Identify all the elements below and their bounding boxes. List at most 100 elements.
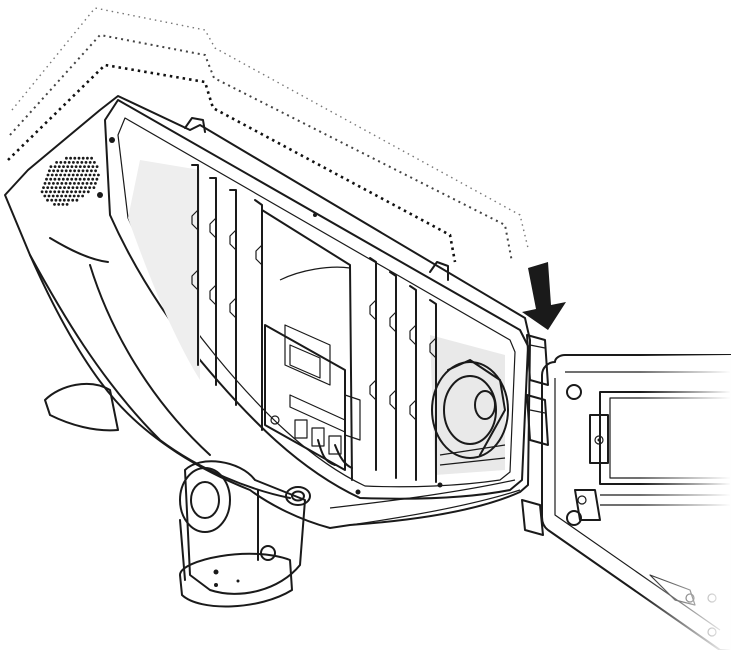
grille-hole — [67, 186, 71, 190]
grille-hole — [93, 161, 96, 164]
grille-hole — [74, 177, 78, 181]
grille-hole — [78, 190, 82, 194]
base-screw-icon — [260, 545, 276, 561]
grille-hole — [49, 177, 53, 181]
grille-hole — [46, 186, 50, 190]
grille-hole — [86, 156, 89, 160]
grille-hole — [43, 194, 47, 198]
screw-icon — [355, 489, 361, 495]
grille-hole — [53, 177, 57, 181]
grille-hole — [69, 169, 72, 173]
grille-hole — [64, 169, 68, 173]
grille-hole — [71, 198, 75, 202]
grille-hole — [84, 186, 87, 190]
grille-hole — [81, 156, 85, 160]
grille-hole — [50, 198, 54, 202]
grille-hole — [57, 203, 61, 206]
grille-hole — [88, 173, 92, 177]
frame-screws — [97, 137, 443, 495]
grille-hole — [65, 156, 68, 160]
grille-hole — [94, 182, 97, 185]
grille-hole — [71, 173, 75, 177]
grille-hole — [92, 186, 96, 190]
grille-hole — [68, 194, 72, 198]
grille-hole — [66, 177, 69, 181]
grille-hole — [58, 186, 62, 190]
grille-hole — [61, 190, 65, 194]
grille-hole — [84, 161, 88, 164]
grille-hole — [75, 198, 79, 202]
grille-hole — [78, 165, 82, 169]
grille-hole — [67, 173, 71, 177]
grille-hole — [70, 177, 74, 181]
grille-hole — [85, 182, 89, 185]
grille-hole — [95, 165, 99, 169]
grille-hole — [87, 177, 90, 181]
grille-hole — [53, 165, 57, 169]
grille-hole — [72, 161, 75, 164]
grille-hole — [85, 169, 89, 173]
screw-icon — [437, 482, 443, 488]
grille-hole — [56, 194, 59, 198]
screw-icon — [313, 213, 317, 217]
grille-hole — [74, 190, 78, 194]
grille-hole — [77, 169, 81, 173]
grille-hole — [73, 156, 77, 160]
housing-body — [4, 95, 531, 529]
screw-icon — [109, 137, 115, 143]
grille-hole — [75, 186, 79, 190]
grille-hole — [59, 173, 62, 177]
cover-screw-icon — [566, 384, 582, 400]
grille-hole — [86, 190, 90, 194]
grille-hole — [44, 190, 48, 194]
down-arrow-icon — [522, 262, 566, 330]
grille-hole — [50, 173, 54, 177]
grille-hole — [76, 161, 79, 164]
grille-hole — [88, 186, 92, 190]
motion-outline-inner — [7, 63, 457, 263]
grille-hole — [54, 186, 58, 190]
grille-hole — [68, 182, 72, 185]
grille-hole — [80, 173, 83, 177]
grille-hole — [57, 165, 61, 169]
grille-hole — [76, 173, 79, 177]
hinge-icon — [521, 334, 549, 536]
grille-hole — [54, 198, 58, 202]
grille-hole — [78, 177, 82, 181]
grille-hole — [84, 173, 88, 177]
motion-outline-middle — [9, 33, 513, 263]
grille-hole — [66, 165, 70, 169]
grille-hole — [81, 169, 85, 173]
speaker-grille-icon — [40, 156, 100, 206]
housing-cover — [541, 354, 731, 650]
grille-hole — [81, 182, 85, 185]
grille-hole — [64, 182, 68, 185]
grille-hole — [92, 173, 96, 177]
grille-hole — [47, 194, 51, 198]
grille-hole — [77, 194, 80, 198]
grille-hole — [42, 186, 45, 190]
grille-hole — [69, 156, 72, 160]
cover-screw-icon — [566, 510, 582, 526]
grille-hole — [57, 177, 61, 181]
grille-hole — [56, 169, 60, 173]
grille-hole — [65, 190, 69, 194]
grille-hole — [47, 182, 51, 185]
grille-hole — [91, 165, 95, 169]
grille-hole — [89, 182, 93, 185]
grille-hole — [72, 194, 76, 198]
grille-hole — [56, 182, 59, 185]
grille-hole — [57, 190, 61, 194]
grille-hole — [70, 165, 74, 169]
grille-hole — [46, 198, 49, 202]
grille-hole — [65, 203, 69, 206]
grille-hole — [62, 165, 65, 169]
grille-hole — [73, 169, 76, 173]
board-screw-icon — [270, 415, 280, 425]
grille-hole — [61, 203, 65, 206]
grille-hole — [94, 169, 97, 173]
grille-hole — [49, 190, 52, 194]
grille-hole — [70, 190, 73, 194]
grille-hole — [97, 173, 100, 177]
